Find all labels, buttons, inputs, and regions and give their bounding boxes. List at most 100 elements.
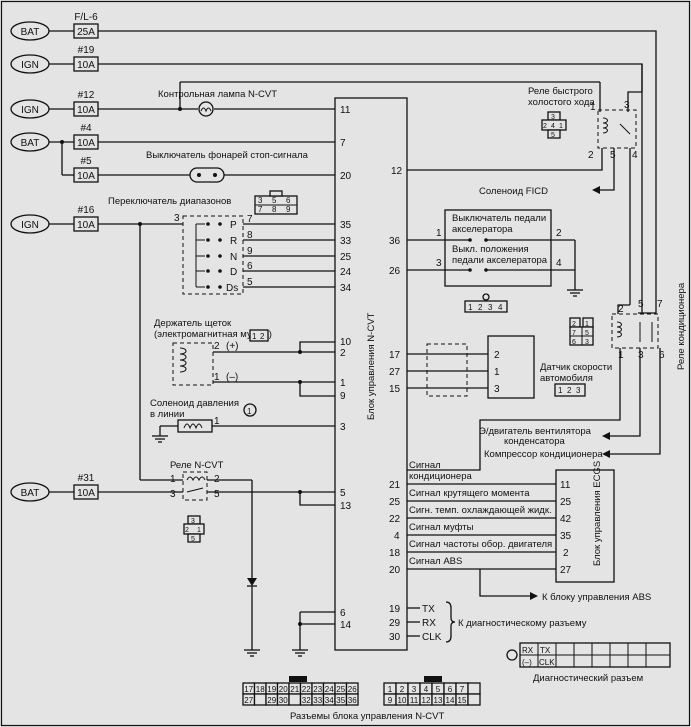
svg-text:RX: RX <box>422 618 436 629</box>
svg-text:2: 2 <box>494 350 500 361</box>
power-source-bat-1: BAT <box>10 21 50 41</box>
pin-label: 6 <box>340 608 346 619</box>
source-wires <box>49 30 74 493</box>
connector-pin-number: 18 <box>256 685 265 694</box>
svg-text:8: 8 <box>272 205 277 214</box>
svg-text:2: 2 <box>260 332 265 341</box>
pin-label: 20 <box>340 171 352 182</box>
pin-label: 12 <box>391 166 403 177</box>
svg-text:Сигн. темп. охлаждающей жидк.: Сигн. темп. охлаждающей жидк. <box>409 505 552 516</box>
fuse-name: #16 <box>78 205 95 216</box>
source-label: IGN <box>21 105 39 116</box>
svg-text:4: 4 <box>498 303 503 312</box>
connector-pin-number: 13 <box>434 696 443 705</box>
svg-text:24: 24 <box>340 267 352 278</box>
range-switch: Переключатель диапазонов 3 P 7 35 R 8 33… <box>98 190 352 295</box>
svg-text:6: 6 <box>659 350 665 361</box>
brush-holder: Держатель щеток (электромагнитная муфта)… <box>154 318 335 397</box>
svg-text:1: 1 <box>585 321 589 328</box>
svg-text:7: 7 <box>657 299 663 310</box>
fuse-rating: 10A <box>77 488 95 499</box>
svg-text:3: 3 <box>576 386 581 395</box>
svg-text:3: 3 <box>551 114 555 121</box>
fuse-name: #5 <box>80 156 92 167</box>
pin-label: 2 <box>340 348 346 359</box>
svg-text:Сигнал муфты: Сигнал муфты <box>409 522 474 533</box>
fuse-name: #19 <box>78 45 95 56</box>
svg-text:Выключатель педали: Выключатель педали <box>452 213 546 224</box>
pin-label: 11 <box>340 105 351 116</box>
source-label: IGN <box>21 220 39 231</box>
svg-text:Реле быстрого: Реле быстрого <box>528 86 593 97</box>
svg-text:Выкл. положения: Выкл. положения <box>452 244 529 255</box>
svg-text:2: 2 <box>563 548 569 559</box>
pin-label: 15 <box>389 384 401 395</box>
svg-text:1: 1 <box>468 303 473 312</box>
line-pressure-solenoid: Соленоид давления в линии 1 1 <box>150 398 335 443</box>
svg-text:1: 1 <box>558 386 563 395</box>
connector-cell <box>467 693 481 706</box>
svg-text:6: 6 <box>572 339 576 346</box>
connector-pin-number: 10 <box>398 696 407 705</box>
fuse-rating: 10A <box>77 60 95 71</box>
svg-text:8: 8 <box>247 230 253 241</box>
source-label: BAT <box>21 138 40 149</box>
connector-pin-number: 30 <box>279 696 288 705</box>
ecgs-control-unit: 11 25 42 35 2 27 Блок управления ECGS <box>555 461 615 583</box>
connector-pin-number: 12 <box>422 696 431 705</box>
connector-cell <box>467 682 481 695</box>
svg-text:Ds: Ds <box>226 283 238 294</box>
svg-text:5: 5 <box>247 277 253 288</box>
svg-text:Диагностический разъем: Диагностический разъем <box>533 673 643 684</box>
pin-label: 10 <box>340 337 352 348</box>
svg-text:27: 27 <box>560 565 572 576</box>
accelerator-pedal-switch: Выключатель педали акселератора Выкл. по… <box>407 209 583 313</box>
svg-text:RX: RX <box>522 646 534 655</box>
connector-cell <box>288 693 302 706</box>
fast-idle-relay: Реле быстрого холостого хода 1 3 2 5 4 3… <box>178 81 642 305</box>
fuse-31: #31 10A <box>73 473 99 500</box>
relay-n-cvt: Реле N-CVT 1 2 3 5 3 2 1 5 <box>98 460 335 650</box>
svg-text:N: N <box>230 252 237 263</box>
source-label: BAT <box>21 488 40 499</box>
vehicle-speed-sensor: 2 1 3 Датчик скорости автомобиля 1 2 3 <box>407 335 612 399</box>
svg-text:2: 2 <box>588 150 594 161</box>
svg-text:9: 9 <box>247 246 253 257</box>
svg-text:4: 4 <box>556 258 562 269</box>
svg-text:D: D <box>230 267 237 278</box>
connector-pin-number: 21 <box>290 685 299 694</box>
power-source-bat-3: BAT <box>10 482 50 502</box>
power-source-ign-2: IGN <box>10 99 50 119</box>
svg-text:3: 3 <box>638 350 644 361</box>
pin-label: 4 <box>394 531 400 542</box>
fuse-5: #5 10A <box>73 156 99 183</box>
fuse-4: #4 10A <box>73 123 99 150</box>
connector-pin-number: 23 <box>313 685 322 694</box>
svg-text:2: 2 <box>543 123 547 130</box>
fuse-rating: 25A <box>77 27 95 38</box>
pin-label: 30 <box>389 632 401 643</box>
control-unit-label: Блок управления N-CVT <box>366 312 377 420</box>
connector-pin-number: 11 <box>410 696 419 705</box>
svg-text:Сигнал ABS: Сигнал ABS <box>409 556 462 567</box>
connector-pin-number: 24 <box>325 685 334 694</box>
connector-pin-number: 9 <box>388 696 393 705</box>
svg-text:(электромагнитная муфта): (электромагнитная муфта) <box>154 329 272 340</box>
svg-text:3: 3 <box>488 303 493 312</box>
svg-text:6: 6 <box>247 261 253 272</box>
svg-text:1: 1 <box>590 102 596 113</box>
fuse-name: F/L-6 <box>74 12 98 23</box>
pin-label: 5 <box>340 488 346 499</box>
svg-text:3: 3 <box>624 100 630 111</box>
pin-label: 19 <box>389 604 401 615</box>
ac-compressor-label: Компрессор кондиционера <box>484 449 603 460</box>
svg-text:1: 1 <box>618 350 624 361</box>
svg-text:кондиционера: кондиционера <box>409 471 472 482</box>
pin-label: 29 <box>389 618 401 629</box>
connector-pin-number: 15 <box>458 696 467 705</box>
range-switch-label: Переключатель диапазонов <box>108 196 231 207</box>
svg-text:1: 1 <box>197 527 201 534</box>
connector-cell <box>345 693 359 706</box>
svg-text:холостого хода: холостого хода <box>528 97 595 108</box>
